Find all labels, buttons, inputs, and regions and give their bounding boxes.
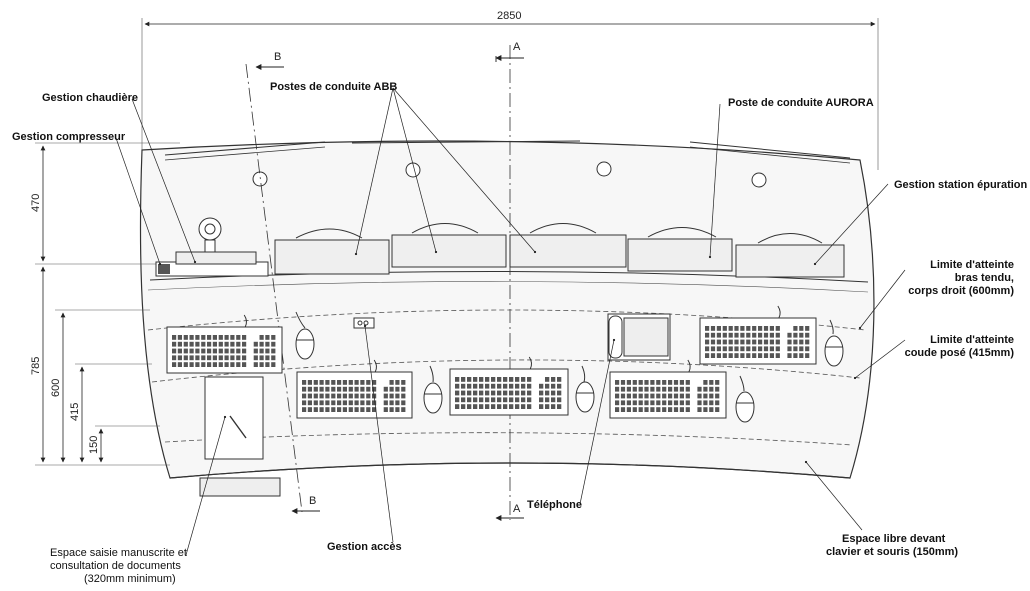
monitor-5 <box>735 233 845 278</box>
height-600: 600 <box>50 379 62 397</box>
height-dimensions: 470 785 600 415 150 <box>30 142 180 466</box>
label-espace-saisie-line3: (320mm minimum) <box>84 573 176 585</box>
mouse-2 <box>423 365 443 414</box>
label-postes-abb: Postes de conduite ABB <box>270 81 397 93</box>
height-150: 150 <box>88 436 100 454</box>
label-espace-saisie-line1: Espace saisie manuscrite et <box>50 547 187 559</box>
label-limite-600-line1: Limite d'atteinte <box>930 259 1014 271</box>
label-espace-saisie-line2: consultation de documents <box>50 560 181 572</box>
limit-415-curve <box>151 359 861 383</box>
section-a-top: A <box>513 41 521 53</box>
label-limite-415-line1: Limite d'atteinte <box>930 334 1014 346</box>
monitor-3 <box>509 223 627 268</box>
mice <box>295 311 844 423</box>
keyboard-1 <box>166 314 283 374</box>
leader-lines <box>115 87 906 556</box>
label-limite-600-line3: corps droit (600mm) <box>908 285 1014 297</box>
mouse-3 <box>575 365 595 413</box>
section-a-bottom: A <box>513 503 521 515</box>
keyboard-3 <box>449 356 569 416</box>
label-poste-aurora: Poste de conduite AURORA <box>728 97 874 109</box>
section-line-b: B B <box>245 51 320 514</box>
telephone-device <box>607 313 671 361</box>
monitor-2 <box>391 223 507 268</box>
section-b-bottom: B <box>309 495 316 507</box>
label-gestion-compresseur: Gestion compresseur <box>12 131 126 143</box>
mouse-5 <box>824 319 844 367</box>
label-telephone: Téléphone <box>527 499 582 511</box>
keyboards <box>166 305 817 419</box>
label-limite-415-line2: coude posé (415mm) <box>905 347 1015 359</box>
mouse-4 <box>735 375 755 423</box>
section-line-a: A A <box>495 41 524 521</box>
label-gestion-acces: Gestion accès <box>327 541 402 553</box>
access-control-device <box>353 317 375 329</box>
section-b-top: B <box>274 51 281 63</box>
document-area <box>204 376 264 460</box>
keyboard-2 <box>296 359 413 419</box>
boiler-control-panel <box>155 217 269 277</box>
mouse-1 <box>295 311 315 360</box>
monitor-1 <box>274 228 390 275</box>
monitor-4 <box>627 227 733 272</box>
height-785: 785 <box>30 357 42 375</box>
height-470: 470 <box>30 194 42 212</box>
monitor-row <box>274 223 845 278</box>
width-value: 2850 <box>497 10 521 22</box>
label-espace-libre-line1: Espace libre devant <box>842 533 946 545</box>
height-415: 415 <box>69 403 81 421</box>
label-gestion-chaudiere: Gestion chaudière <box>42 92 138 104</box>
keyboard-5 <box>699 305 817 365</box>
width-dimension: 2850 <box>141 10 879 170</box>
label-limite-600-line2: bras tendu, <box>955 272 1014 284</box>
label-gestion-station: Gestion station épuration <box>894 179 1028 191</box>
keyboard-4 <box>609 359 727 419</box>
label-espace-libre-line2: clavier et souris (150mm) <box>826 546 958 558</box>
